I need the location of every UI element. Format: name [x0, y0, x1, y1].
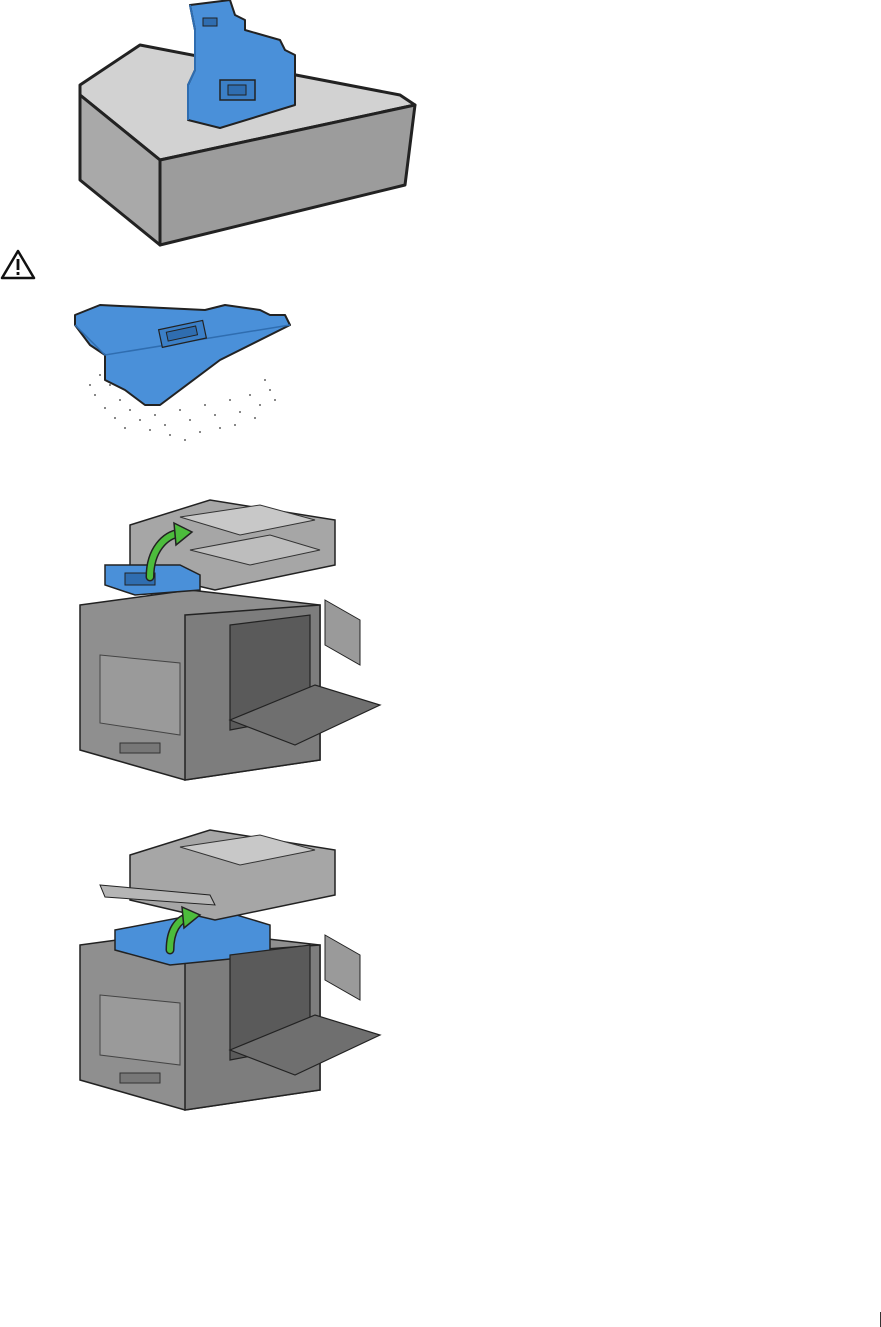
printer-scanner-unit-lift-illustration: [70, 825, 385, 1115]
waste-toner-box-spill-illustration: [70, 300, 295, 450]
warning-icon: [0, 248, 36, 280]
printer-operator-panel-lift-illustration: [70, 495, 385, 785]
waste-toner-box-on-table-illustration: [70, 0, 420, 250]
